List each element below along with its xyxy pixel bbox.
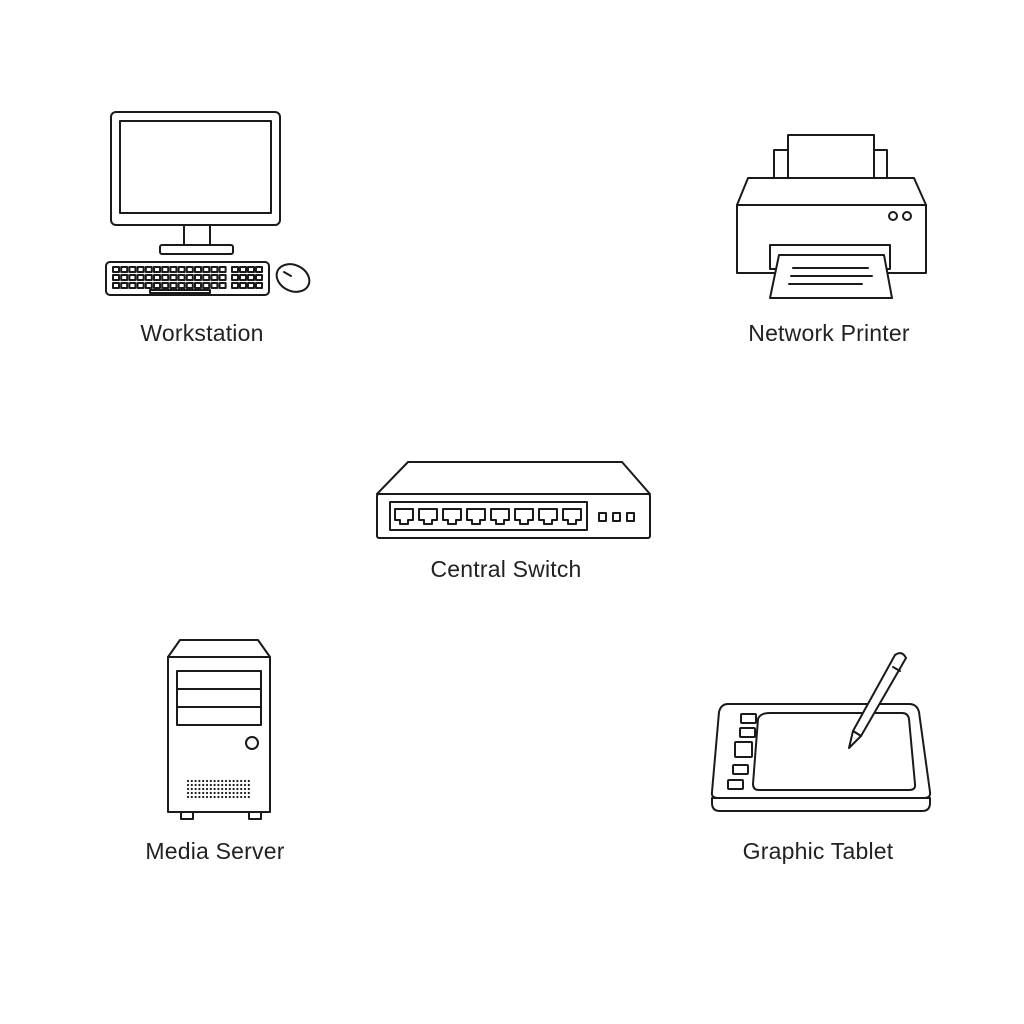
printer-label: Network Printer — [748, 320, 910, 346]
switch-node: Central Switch — [0, 0, 651, 582]
server-label: Media Server — [145, 838, 285, 864]
workstation-node: Workstation — [0, 0, 311, 346]
tablet-label: Graphic Tablet — [742, 838, 894, 864]
printer-node: Network Printer — [0, 0, 927, 346]
tower-server-icon — [167, 639, 271, 820]
switch-label: Central Switch — [430, 556, 582, 582]
tablet-node: Graphic Tablet — [0, 0, 932, 864]
desktop-computer-icon — [105, 111, 311, 296]
drawing-tablet-icon — [710, 652, 932, 812]
server-node: Media Server — [0, 0, 284, 864]
printer-icon — [736, 134, 927, 299]
network-switch-icon — [376, 461, 651, 539]
workstation-label: Workstation — [140, 320, 264, 346]
